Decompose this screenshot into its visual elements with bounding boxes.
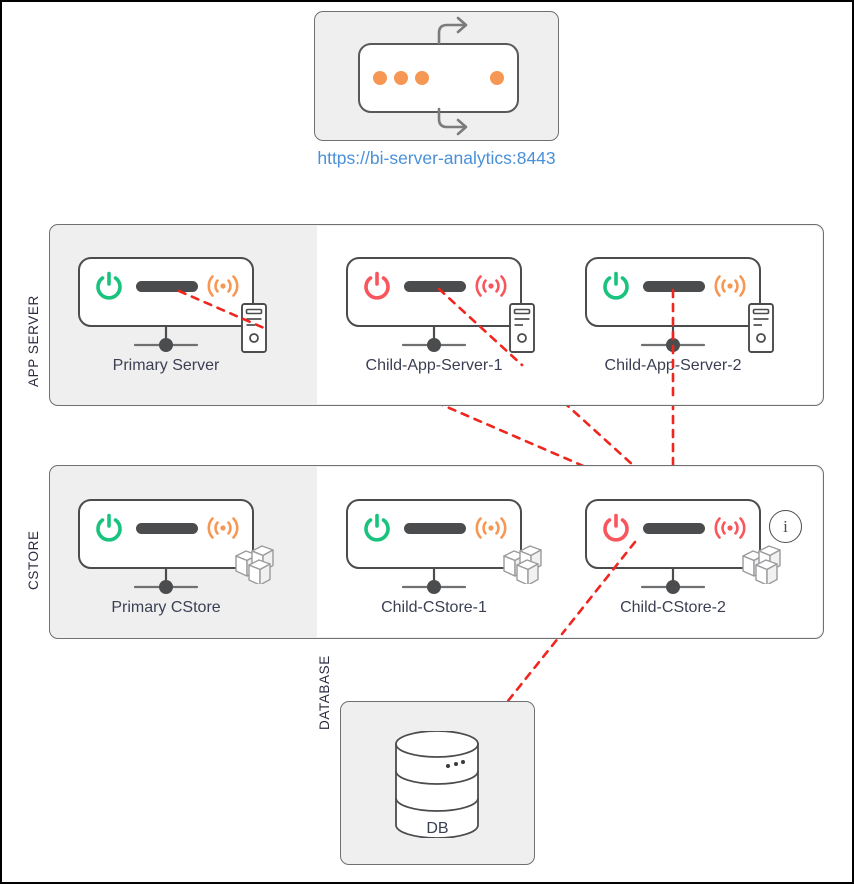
node-card bbox=[346, 499, 522, 569]
node-label: Child-App-Server-2 bbox=[604, 357, 742, 374]
status-bar bbox=[643, 523, 705, 534]
packages-icon bbox=[235, 545, 274, 584]
node-stand bbox=[133, 327, 199, 352]
wifi-icon-up bbox=[207, 275, 239, 297]
load-balancer-device[interactable] bbox=[358, 43, 519, 113]
node-stand bbox=[640, 327, 706, 352]
wifi-icon-down bbox=[714, 517, 746, 539]
lb-dot-4 bbox=[490, 71, 504, 85]
wifi-icon-down bbox=[475, 275, 507, 297]
load-balancer-url[interactable]: https://bi-server-analytics:8443 bbox=[317, 148, 556, 168]
packages-icon bbox=[503, 545, 542, 584]
lb-dot-1 bbox=[373, 71, 387, 85]
packages-icon bbox=[742, 545, 781, 584]
wifi-icon-up bbox=[714, 275, 746, 297]
server-tower-icon bbox=[241, 303, 267, 353]
server-tower-icon bbox=[509, 303, 535, 353]
node-label: Child-CStore-2 bbox=[620, 599, 726, 616]
wifi-icon-up bbox=[207, 517, 239, 539]
cstore-group-label: CSTORE bbox=[26, 530, 41, 590]
power-icon-down bbox=[603, 513, 629, 542]
lb-dot-3 bbox=[415, 71, 429, 85]
load-balancer-label-line-2: BALANCER bbox=[277, 2, 294, 20]
node-card bbox=[78, 499, 254, 569]
node-label: Child-CStore-1 bbox=[381, 599, 487, 616]
node-stand bbox=[401, 327, 467, 352]
power-icon-up bbox=[603, 271, 629, 300]
lb-dot-2 bbox=[394, 71, 408, 85]
node-label: Child-App-Server-1 bbox=[365, 357, 503, 374]
status-bar bbox=[136, 523, 198, 534]
load-balancer-group-label: LOAD BALANCER bbox=[260, 2, 294, 20]
power-icon-up bbox=[96, 513, 122, 542]
status-bar bbox=[404, 523, 466, 534]
power-icon-down bbox=[364, 271, 390, 300]
status-bar bbox=[136, 281, 198, 292]
server-tower-icon bbox=[748, 303, 774, 353]
app-server-group-label: APP SERVER bbox=[26, 295, 41, 387]
node-stand bbox=[640, 569, 706, 594]
database-node-label: DB bbox=[426, 820, 449, 837]
power-icon-up bbox=[96, 271, 122, 300]
power-icon-up bbox=[364, 513, 390, 542]
wifi-icon-up bbox=[475, 517, 507, 539]
status-bar bbox=[643, 281, 705, 292]
node-stand bbox=[133, 569, 199, 594]
node-stand bbox=[401, 569, 467, 594]
load-balancer-label-line-1: LOAD bbox=[260, 2, 277, 20]
node-label: Primary CStore bbox=[111, 599, 221, 616]
node-label: Primary Server bbox=[112, 357, 220, 374]
database-group-label: DATABASE bbox=[317, 655, 332, 730]
info-icon[interactable]: i bbox=[769, 510, 802, 543]
status-bar bbox=[404, 281, 466, 292]
